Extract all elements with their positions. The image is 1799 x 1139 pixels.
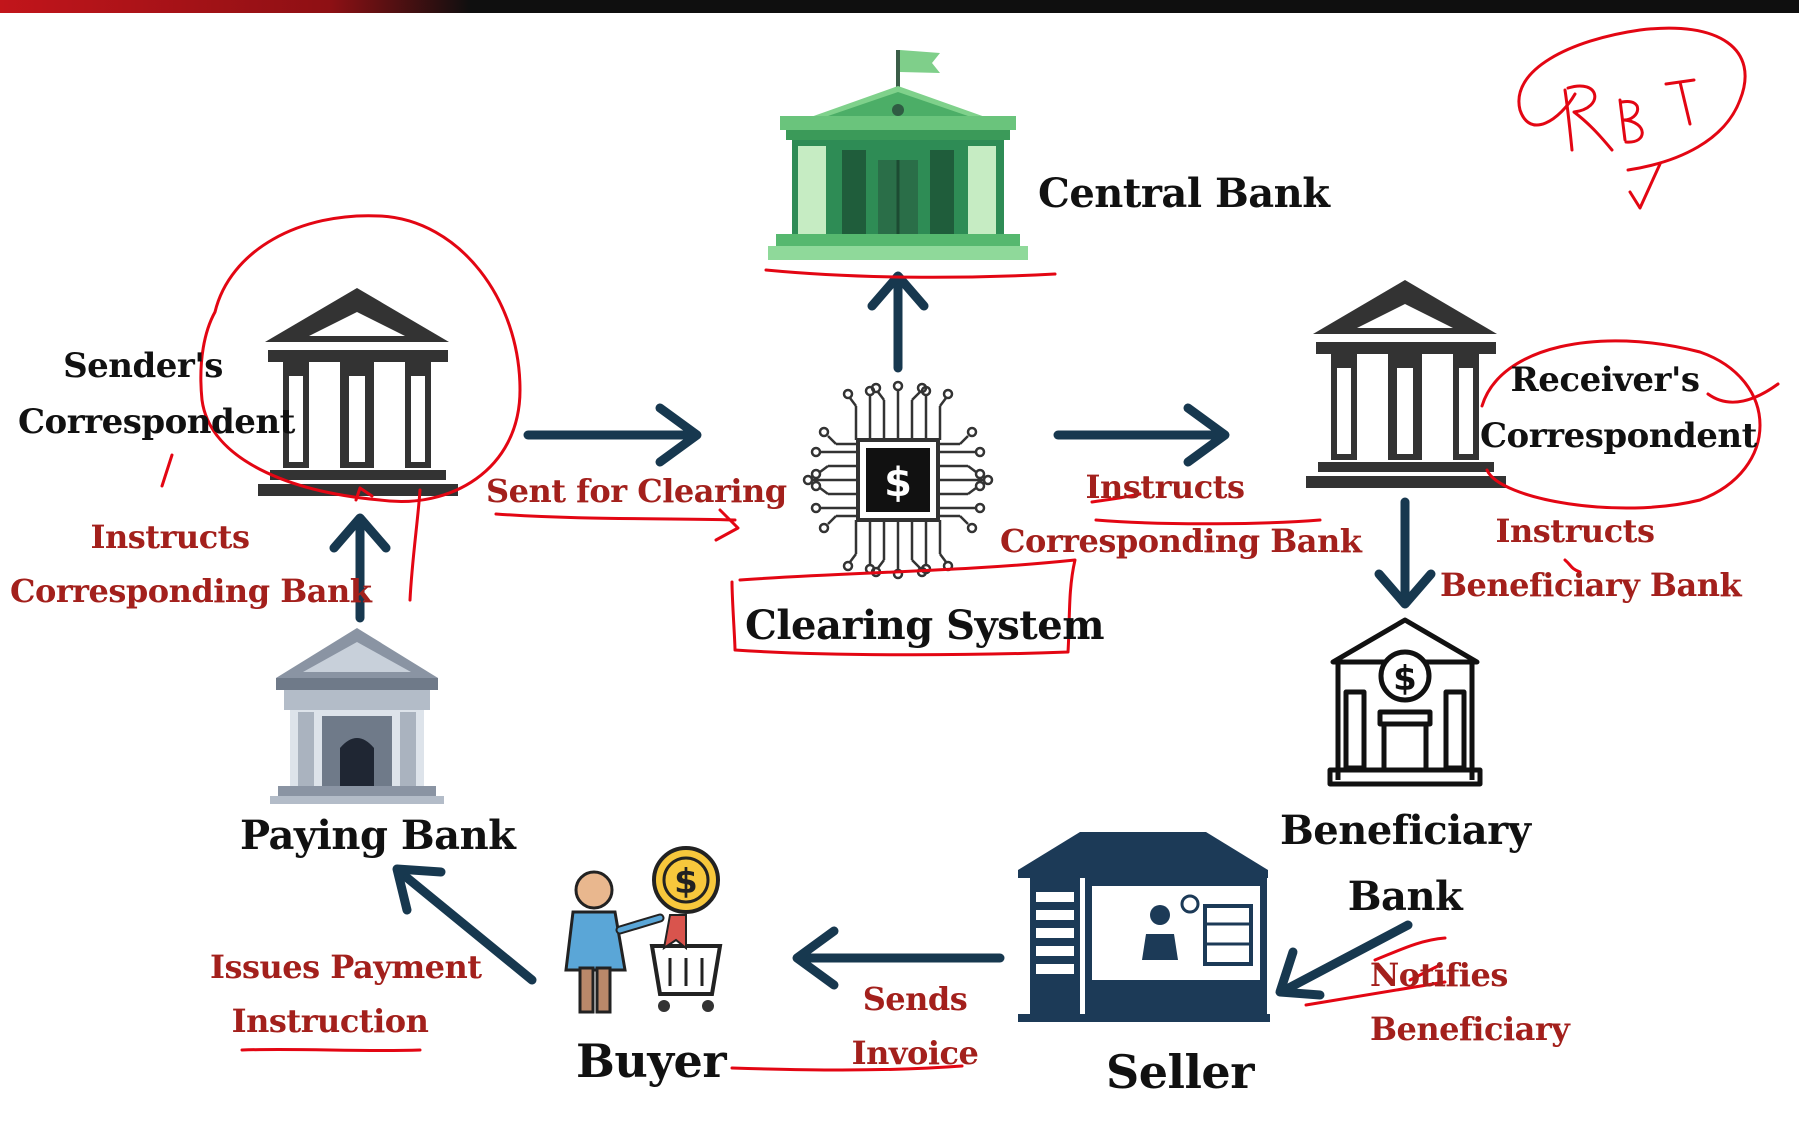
central-bank-icon [768,50,1028,260]
edge-label-sent-for-clearing: Sent for Clearing [486,472,787,510]
arrow-beneficiary-to-seller [1275,920,1413,1000]
senders-correspondent-line1: Sender's [63,346,223,386]
central-bank-title: Central Bank [1038,170,1330,217]
handwritten-annotation [160,26,1780,1072]
beneficiary-bank-line1: Beneficiary [1280,807,1531,854]
seller-title: Seller [1106,1045,1254,1099]
edge-label-line2: Corresponding Bank [1000,522,1362,560]
svg-text:$: $ [1393,659,1417,699]
edge-label-line2: Instruction [231,1002,429,1040]
edge-label-notifies-beneficiary: Notifies Beneficiary [1370,948,1570,1056]
edge-label-instructs-corresponding-left: Instructs Corresponding Bank [10,510,372,618]
edge-label-sends-invoice: Sends Invoice [840,972,990,1080]
arrow-receiver-to-beneficiary [1374,497,1436,609]
edge-label-line1: Instructs [1085,468,1245,506]
top-bar-accent [0,0,470,13]
beneficiary-bank-icon: $ [1327,617,1483,787]
clearing-chip-icon: $ [802,380,994,580]
arrow-paying-to-sender [329,513,391,623]
edge-label-line1: Sends [862,980,968,1018]
arrow-clearing-to-receiver [1053,403,1230,467]
edge-label-line1: Instructs [90,518,250,556]
edge-label-line2: Invoice [851,1034,979,1072]
buyer-icon: $ [564,846,723,1014]
beneficiary-bank-line2: Bank [1347,873,1463,920]
edge-label-line2: Corresponding Bank [10,572,372,610]
senders-correspondent-title: Sender's Correspondent [18,338,295,450]
edge-label-line1: Instructs [1495,512,1655,550]
svg-text:$: $ [884,460,912,506]
beneficiary-bank-title: Beneficiary Bank [1280,798,1531,930]
paying-bank-icon [270,628,444,804]
edge-label-line1: Issues Payment [210,948,482,986]
edge-label-issues-payment: Issues Payment Instruction [210,940,482,1048]
edge-label-line2: Beneficiary [1370,1010,1570,1048]
bank-icon [258,288,458,496]
bank-icon [1306,280,1506,488]
arrow-seller-to-buyer [792,926,1005,990]
receivers-correspondent-line2: Correspondent [1480,416,1757,456]
paying-bank-title: Paying Bank [240,812,516,859]
senders-correspondent-line2: Correspondent [18,402,295,442]
edge-label-instructs-beneficiary: Instructs Beneficiary Bank [1440,504,1742,612]
buyer-title: Buyer [576,1034,727,1088]
receivers-correspondent-title: Receiver's Correspondent [1480,352,1757,464]
svg-text:$: $ [674,862,698,902]
clearing-system-title: Clearing System [745,602,1105,649]
edge-label-line2: Beneficiary Bank [1440,566,1742,604]
receivers-correspondent-line1: Receiver's [1510,360,1701,400]
arrow-clearing-to-central [867,271,929,373]
top-bar [0,0,1799,13]
edge-label-line1: Notifies [1370,956,1508,994]
seller-shop-icon [1018,832,1270,1022]
edge-label-instructs-corresponding-right: Instructs Corresponding Bank [1000,460,1362,568]
arrow-sender-to-clearing [523,403,702,467]
arrow-buyer-to-paying [392,864,537,985]
